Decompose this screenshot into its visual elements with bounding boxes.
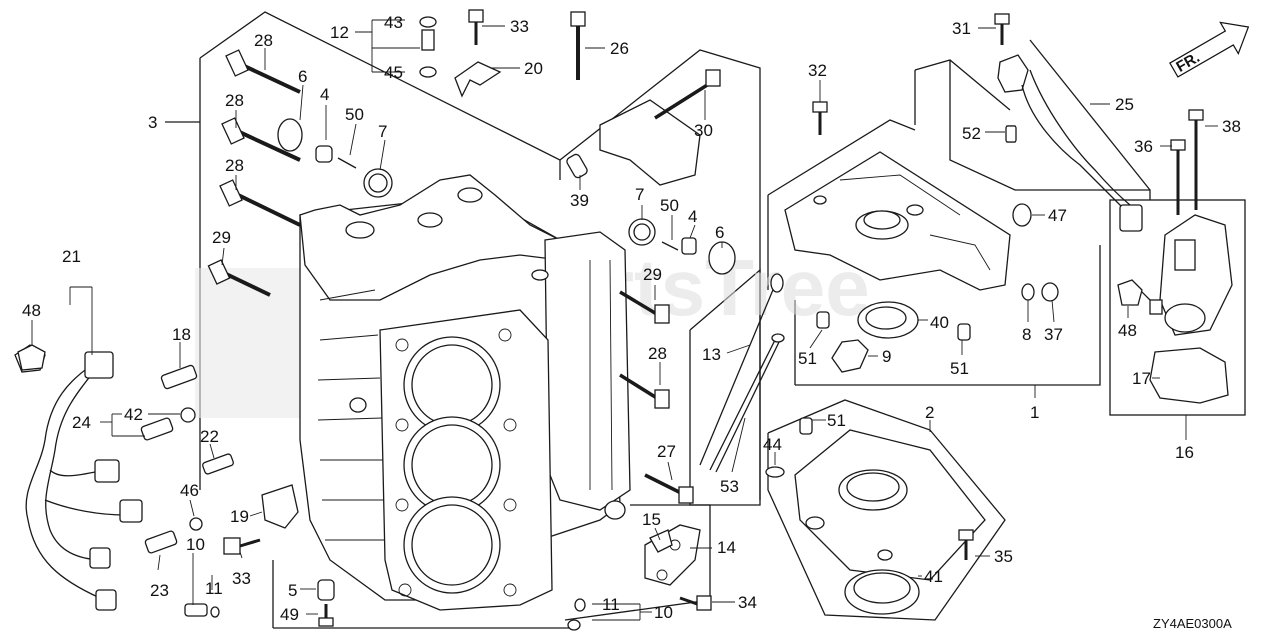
oil-seal-41 (844, 569, 920, 615)
diagram-code: ZY4AE0300A (1153, 616, 1232, 631)
callout: 50 (660, 196, 679, 215)
callout: 12 (330, 23, 349, 42)
callout: 8 (1022, 325, 1031, 344)
callout: 50 (345, 105, 364, 124)
callout: 3 (148, 113, 157, 132)
callout: 10 (186, 535, 205, 554)
callout: 11 (602, 595, 620, 614)
callout: 4 (320, 85, 329, 104)
callout: 52 (962, 124, 981, 143)
callout: 46 (180, 481, 199, 500)
callout: 17 (1132, 369, 1151, 388)
valve-assembly (1121, 214, 1233, 336)
callout: 33 (232, 569, 251, 588)
leader-lines (31, 19, 1218, 621)
callout: 28 (225, 156, 244, 175)
callout: 26 (610, 39, 629, 58)
front-direction-arrow: FR. (1169, 21, 1250, 78)
bolts (207, 9, 1204, 627)
callout: 28 (225, 91, 244, 110)
callout: 48 (1118, 321, 1137, 340)
upper-cover (784, 151, 1011, 291)
lower-cover (794, 429, 986, 581)
bearing-cap (599, 99, 701, 186)
callout: 28 (648, 344, 667, 363)
callout: 38 (1222, 117, 1241, 136)
callout: 16 (1175, 443, 1194, 462)
callout: 51 (950, 359, 969, 378)
callout: 44 (763, 435, 782, 454)
callout: 36 (1134, 137, 1153, 156)
callout: 48 (22, 301, 41, 320)
gasket-9 (831, 339, 869, 373)
callout: 53 (720, 477, 739, 496)
callout: 18 (172, 325, 191, 344)
callout: 40 (930, 313, 949, 332)
callout: 37 (1044, 325, 1063, 344)
callout: 4 (688, 207, 697, 226)
callout: 21 (62, 247, 81, 266)
bracket-19 (261, 484, 299, 529)
callout: 35 (994, 547, 1013, 566)
callout: 28 (254, 31, 273, 50)
callout: 22 (200, 427, 219, 446)
gasket-17 (1149, 347, 1229, 404)
callout: 42 (124, 405, 143, 424)
callout: 41 (924, 567, 943, 586)
callout: 49 (280, 605, 299, 624)
oil-seal-40 (857, 301, 919, 339)
cylinder-block (195, 174, 631, 611)
callout: 23 (150, 581, 169, 600)
dipstick (699, 273, 785, 473)
callout: 24 (72, 413, 91, 432)
callout: 19 (230, 507, 249, 526)
callout: 13 (702, 345, 721, 364)
callout: 20 (524, 59, 543, 78)
callout: 9 (882, 347, 891, 366)
callout: 15 (642, 510, 661, 529)
callout: 31 (952, 19, 971, 38)
callout: 7 (378, 122, 387, 141)
callout-labels: 1 2 3 4 4 5 6 6 7 7 8 9 10 10 11 11 12 1… (22, 13, 1241, 624)
small-parts (17, 16, 1143, 631)
callout: 1 (1030, 403, 1039, 422)
callout: 2 (925, 403, 934, 422)
callout: 29 (643, 265, 662, 284)
callout: 14 (717, 538, 736, 557)
callout: 6 (298, 67, 307, 86)
callout: 47 (1048, 206, 1067, 225)
callout: 51 (798, 349, 817, 368)
callout: 10 (654, 603, 673, 622)
wiring-harness (14, 344, 143, 611)
callout: 39 (570, 191, 589, 210)
callout: 43 (384, 13, 403, 32)
bracket-20 (454, 61, 502, 98)
callout: 30 (694, 121, 713, 140)
callout: 5 (288, 581, 297, 600)
bracket-14 (644, 524, 701, 586)
callout: 51 (827, 411, 846, 430)
callout: 11 (205, 579, 223, 598)
callout: 33 (510, 17, 529, 36)
callout: 6 (715, 223, 724, 242)
callout: 27 (657, 442, 676, 461)
callout: 25 (1115, 95, 1134, 114)
callout: 32 (808, 61, 827, 80)
callout: 29 (212, 228, 231, 247)
callout: 7 (635, 185, 644, 204)
callout: 34 (738, 593, 757, 612)
callout: 45 (384, 63, 403, 82)
